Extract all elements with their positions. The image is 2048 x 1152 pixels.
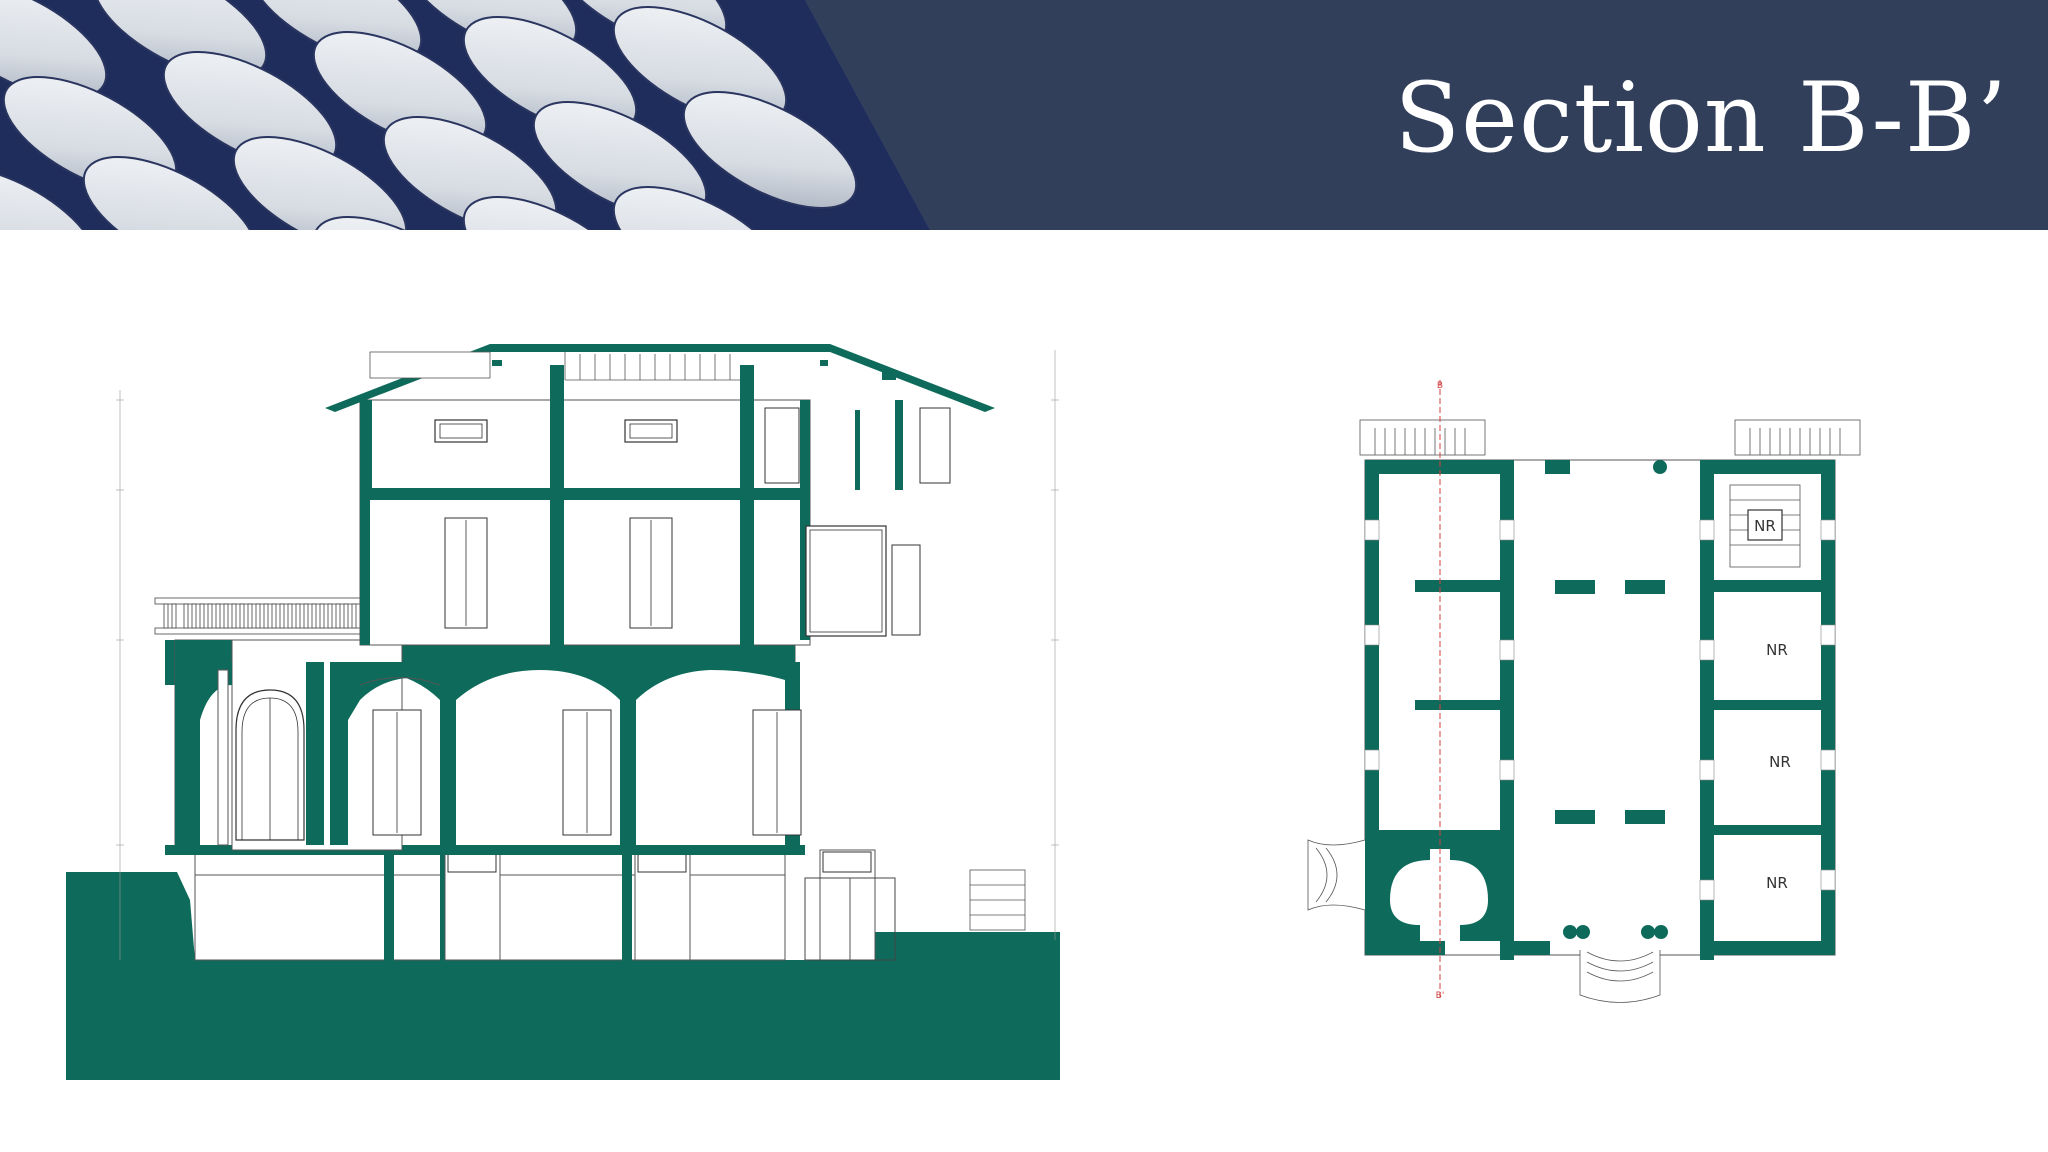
room-label-stair: NR: [1754, 517, 1776, 535]
dimension-line-left: [116, 390, 124, 960]
attic-floor: [359, 365, 951, 498]
basement: [194, 849, 896, 962]
room-label-nr-3: NR: [1766, 874, 1788, 892]
section-cut-line: B B': [1436, 380, 1445, 1001]
main-floor: [165, 639, 805, 855]
terrace-balustrade: [154, 597, 371, 635]
room-labels: NR NR NR NR: [1754, 517, 1791, 892]
first-floor: [359, 489, 921, 660]
ground: [66, 872, 1060, 1080]
roof: [325, 344, 995, 412]
header-band: Section B-B’: [0, 0, 2048, 230]
header-photo-banner: [0, 0, 930, 230]
facade-photo: [0, 0, 930, 230]
plan-stair: [1729, 484, 1801, 568]
rear-stair: [969, 869, 1026, 931]
plan-walls: [1365, 460, 1835, 960]
room-label-nr-2: NR: [1769, 753, 1791, 771]
plan-entrance-porches: [1307, 419, 1861, 1003]
floor-plan: B B' NR NR NR NR: [1307, 380, 1861, 1003]
slide-title: Section B-B’: [1394, 62, 2008, 174]
section-marker-bottom: B': [1436, 991, 1445, 1001]
room-label-nr-1: NR: [1766, 641, 1788, 659]
dimension-line-right: [1051, 350, 1059, 940]
section-drawing: [66, 344, 1060, 1080]
plan-wall-openings: [1364, 519, 1836, 901]
section-marker-top: B: [1437, 381, 1443, 391]
